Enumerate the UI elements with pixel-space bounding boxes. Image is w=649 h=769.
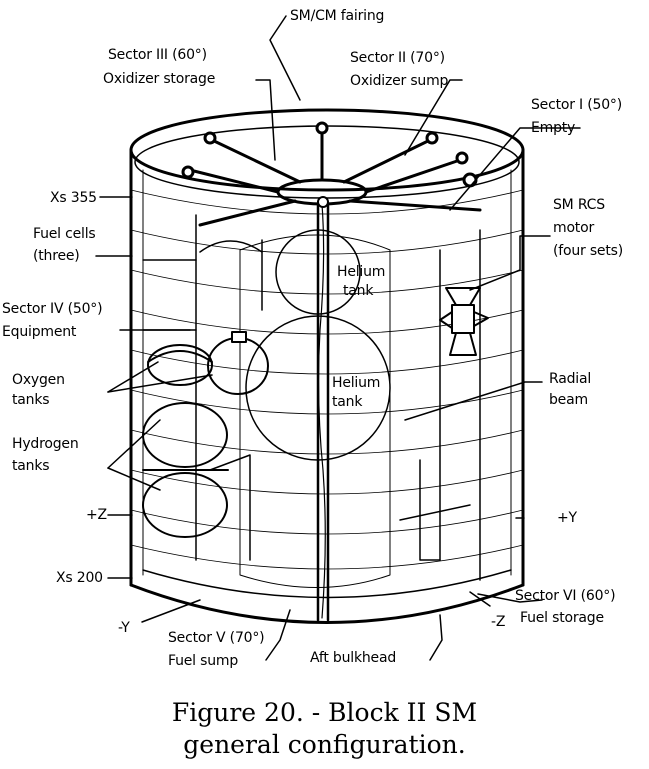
label-helium-tank-upper-sub: tank (343, 283, 374, 299)
label-xs-200: Xs 200 (56, 570, 103, 586)
leader-lines (95, 15, 581, 661)
label-helium-tank-lower-sub: tank (332, 394, 363, 410)
label-rcs-sets: (four sets) (553, 243, 623, 259)
label-sector6-sub: Fuel storage (520, 610, 604, 626)
label-fuel-cells-count: (three) (33, 248, 80, 264)
sector-beams (142, 214, 481, 581)
label-radial-beam-sub: beam (549, 392, 588, 408)
label-sector6-title: Sector VI (60°) (515, 588, 616, 604)
label-oxygen-tanks: Oxygen (12, 372, 65, 388)
oxygen-tanks (147, 331, 269, 395)
label-minus-y: -Y (118, 620, 130, 636)
label-sector3-title: Sector III (60°) (108, 47, 207, 63)
label-rcs-motor: motor (553, 220, 595, 236)
label-helium-tank-upper: Helium (337, 264, 386, 280)
label-sector2-sub: Oxidizer sump (350, 73, 449, 89)
label-minus-z: -Z (491, 614, 506, 630)
helium-tanks (239, 229, 391, 588)
label-plus-z: +Z (86, 507, 107, 523)
label-sm-cm-fairing: SM/CM fairing (290, 8, 385, 24)
label-sector4-sub: Equipment (2, 324, 77, 340)
radial-beams-top (181, 121, 482, 227)
rcs-motor (439, 287, 489, 356)
label-hydrogen-tanks: Hydrogen (12, 436, 79, 452)
label-fuel-cells: Fuel cells (33, 226, 96, 242)
label-sector1-title: Sector I (50°) (531, 97, 622, 113)
label-oxygen-tanks-sub: tanks (12, 392, 50, 408)
label-plus-y: +Y (557, 510, 577, 526)
label-radial-beam: Radial (549, 371, 592, 387)
label-sm-rcs: SM RCS (553, 197, 605, 213)
label-hydrogen-tanks-sub: tanks (12, 458, 50, 474)
label-sector1-sub: Empty (531, 120, 576, 136)
sm-configuration-diagram (95, 15, 581, 661)
label-xs-355: Xs 355 (50, 190, 97, 206)
figure-caption-line1: Figure 20. - Block II SM (171, 698, 478, 727)
figure-caption-line2: general configuration. (183, 730, 466, 759)
label-sector5-title: Sector V (70°) (168, 630, 265, 646)
label-sector2-title: Sector II (70°) (350, 50, 445, 66)
label-sector4-title: Sector IV (50°) (2, 301, 103, 317)
label-sector5-sub: Fuel sump (168, 653, 239, 669)
label-aft-bulkhead: Aft bulkhead (310, 650, 397, 666)
label-helium-tank-lower: Helium (332, 375, 381, 391)
label-sector3-sub: Oxidizer storage (103, 71, 216, 87)
center-tube (316, 196, 330, 622)
